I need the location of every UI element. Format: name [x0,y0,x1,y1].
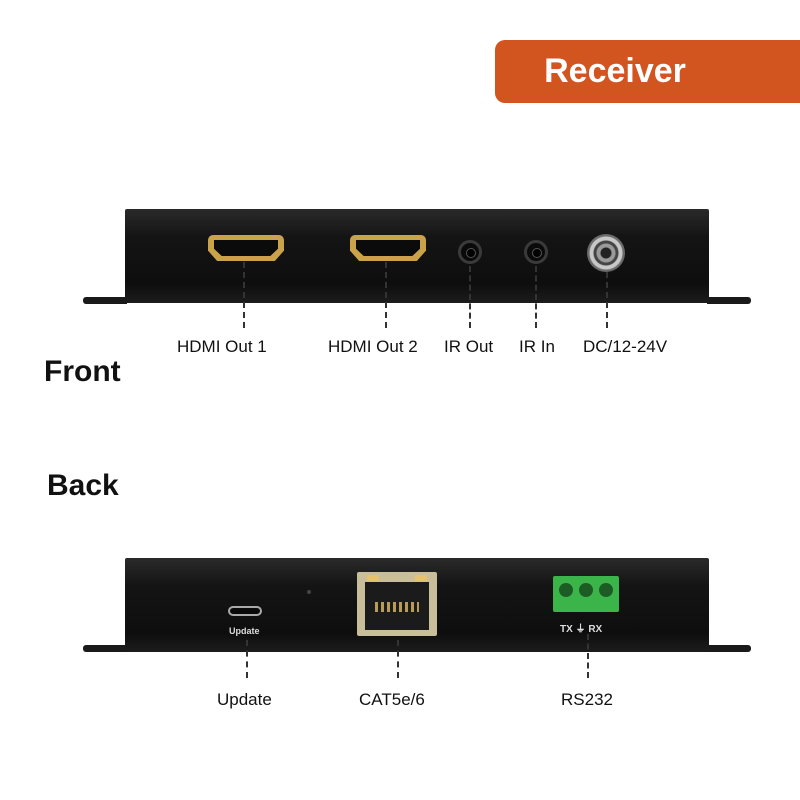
front-heading: Front [44,355,121,388]
callout-line [246,640,248,678]
callout-line [606,272,608,328]
front-left-flange [83,297,127,304]
label-dc: DC/12-24V [583,337,668,356]
audio-jack-icon [524,240,548,264]
badge-title: Receiver [544,52,686,90]
hdmi-port-icon [350,235,426,261]
callout-line [535,266,537,328]
label-hdmi-out-1: HDMI Out 1 [177,337,267,356]
back-heading: Back [47,469,119,502]
label-rs232: RS232 [561,690,613,709]
label-update: Update [217,690,272,709]
micro-usb-port-icon [228,606,262,616]
dc-power-jack-icon [587,234,625,272]
label-ir-out: IR Out [444,337,494,356]
callout-line [587,634,589,678]
callout-line [397,640,399,678]
terminal-block-icon [553,576,619,612]
label-cat5e6: CAT5e/6 [359,690,425,709]
audio-jack-icon [458,240,482,264]
back-right-flange [707,645,751,652]
hdmi-port-icon [208,235,284,261]
back-left-flange [83,645,127,652]
status-led-icon [307,590,311,594]
terminal-marking: TX ⏚ RX [560,624,603,635]
receiver-badge: Receiver [495,40,800,103]
callout-line [243,262,245,328]
callout-line [469,266,471,328]
usb-port-marking: Update [229,626,260,636]
callout-line [385,262,387,328]
label-ir-in: IR In [519,337,555,356]
front-right-flange [707,297,751,304]
label-hdmi-out-2: HDMI Out 2 [328,337,418,356]
rj45-port-icon [357,572,437,636]
